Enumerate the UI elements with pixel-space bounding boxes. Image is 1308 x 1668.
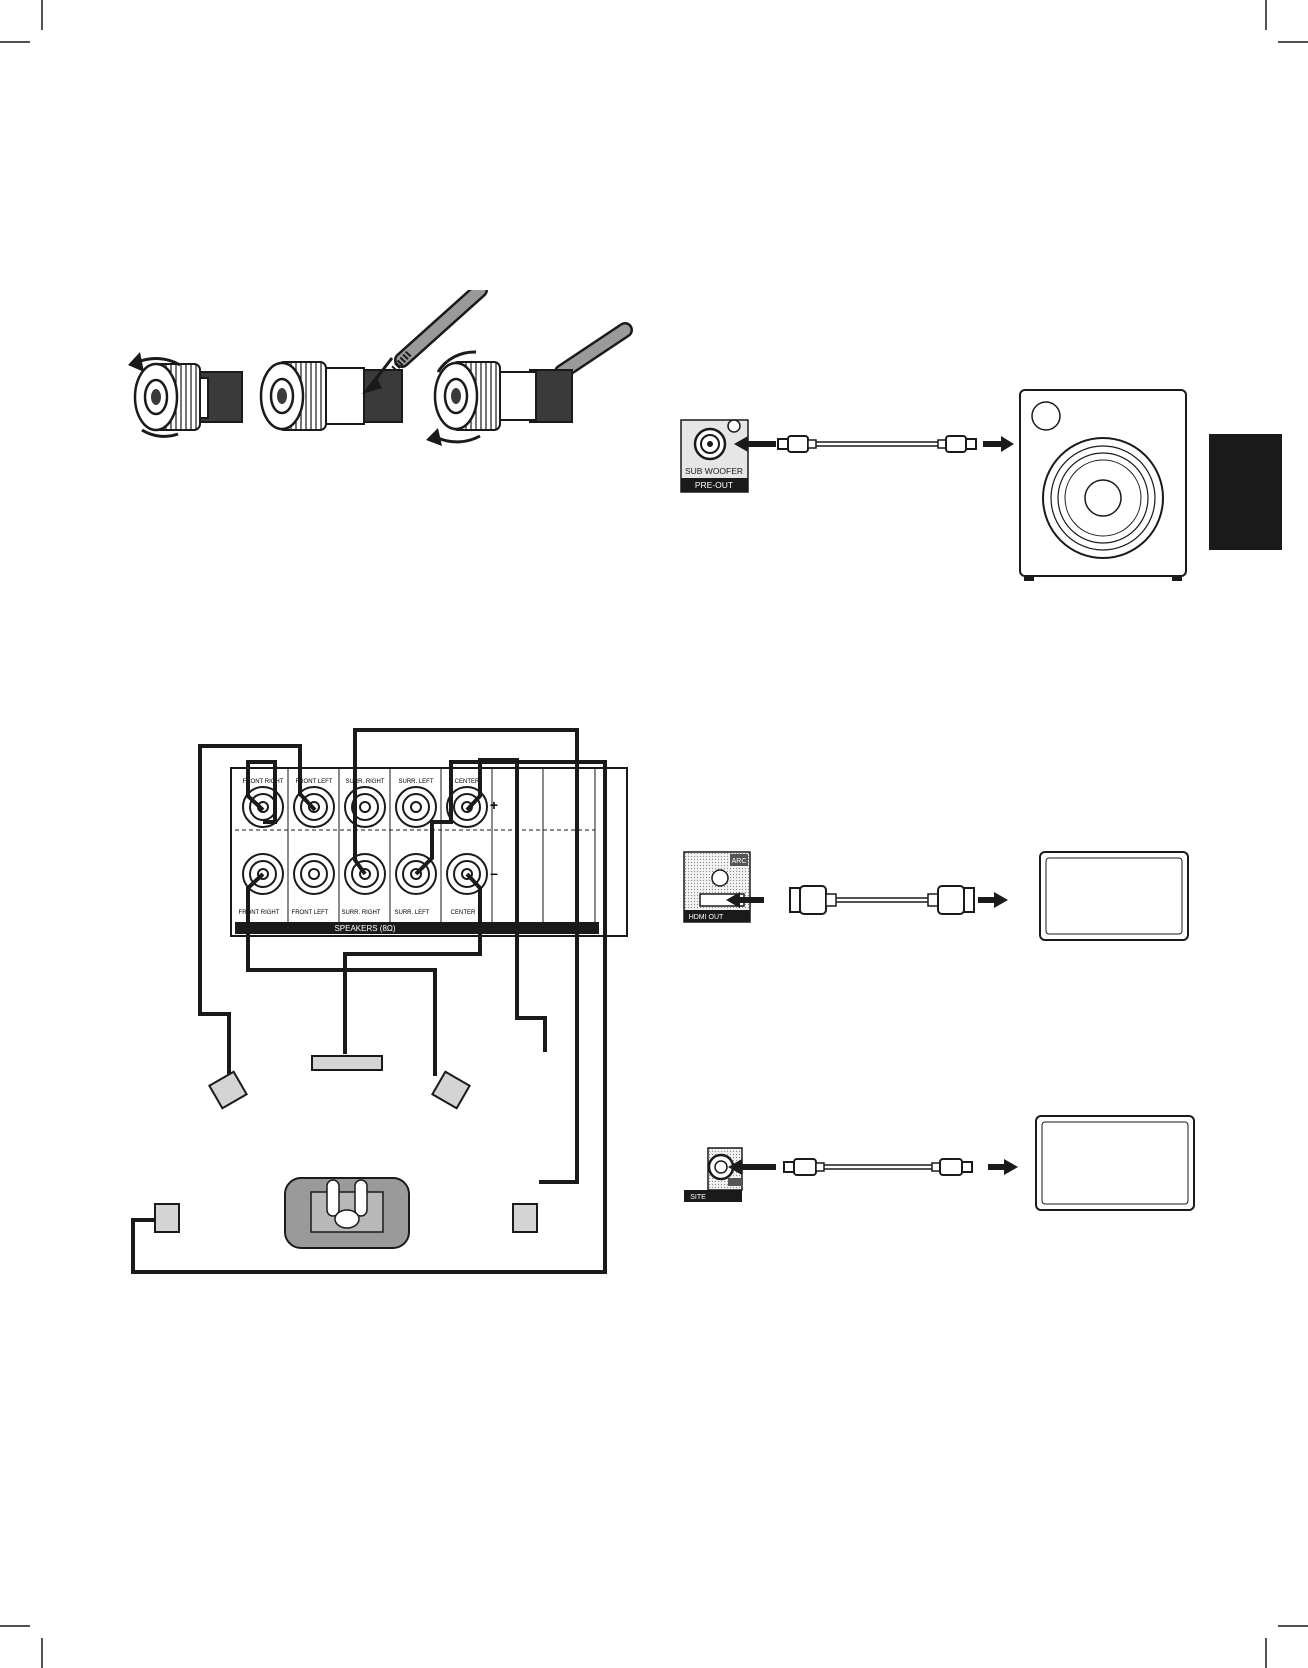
arrow-right-icon xyxy=(1001,436,1014,452)
tv-display xyxy=(1040,852,1188,940)
col-label-bottom: CENTER xyxy=(451,910,476,916)
subwoofer-speaker xyxy=(1020,390,1186,581)
subwoofer-section-label: PRE-OUT xyxy=(695,480,733,490)
binding-post-loosen xyxy=(128,352,242,436)
col-label-bottom: FRONT RIGHT xyxy=(239,910,280,916)
listening-position-sofa xyxy=(285,1178,409,1248)
col-label-bottom: SURR. LEFT xyxy=(394,910,429,916)
arc-badge: ARC xyxy=(732,858,747,865)
front-right-speaker xyxy=(209,1072,246,1109)
section-tab xyxy=(1209,434,1282,550)
arrow-right-icon xyxy=(1004,1159,1018,1175)
col-label-top: CENTER xyxy=(455,779,480,785)
col-label-bottom: FRONT LEFT xyxy=(292,910,329,916)
hdmi-jack: ARC HDMI OUT xyxy=(684,852,750,922)
hdmi-connection: ARC HDMI OUT xyxy=(678,846,1198,946)
subwoofer-jack: SUB WOOFER PRE-OUT xyxy=(681,420,748,492)
binding-post-steps xyxy=(120,290,640,470)
minus-sign: – xyxy=(490,865,498,881)
video-cable xyxy=(784,1159,972,1175)
subwoofer-cable xyxy=(778,436,976,452)
clockwise-arrow-icon xyxy=(426,428,442,446)
col-label-top: SURR. LEFT xyxy=(398,779,433,785)
tv-display xyxy=(1036,1116,1194,1210)
center-speaker xyxy=(312,1056,382,1070)
surround-right-speaker xyxy=(513,1204,537,1232)
plus-sign: + xyxy=(490,797,498,813)
col-label-bottom: SURR. RIGHT xyxy=(342,910,381,916)
arrow-right-icon xyxy=(994,892,1008,908)
hdmi-out-label: HDMI OUT xyxy=(689,914,724,921)
front-left-speaker xyxy=(432,1072,469,1109)
col-label-top: SURR. RIGHT xyxy=(346,779,385,785)
speakers-footer: SPEAKERS (8Ω) xyxy=(334,924,395,933)
surround-left-speaker xyxy=(155,1204,179,1232)
site-label: SITE xyxy=(690,1194,706,1201)
hdmi-cable xyxy=(790,886,974,914)
video-connection: SITE xyxy=(678,1114,1198,1214)
counterclockwise-arrow-icon xyxy=(128,352,144,372)
binding-post-tighten xyxy=(426,330,625,446)
subwoofer-jack-label: SUB WOOFER xyxy=(685,466,743,476)
subwoofer-connection: SUB WOOFER PRE-OUT xyxy=(678,386,1198,586)
video-jack: SITE xyxy=(684,1148,742,1202)
speaker-wiring-diagram: FRONT RIGHT FRONT LEFT SURR. RIGHT SURR.… xyxy=(125,722,645,1290)
